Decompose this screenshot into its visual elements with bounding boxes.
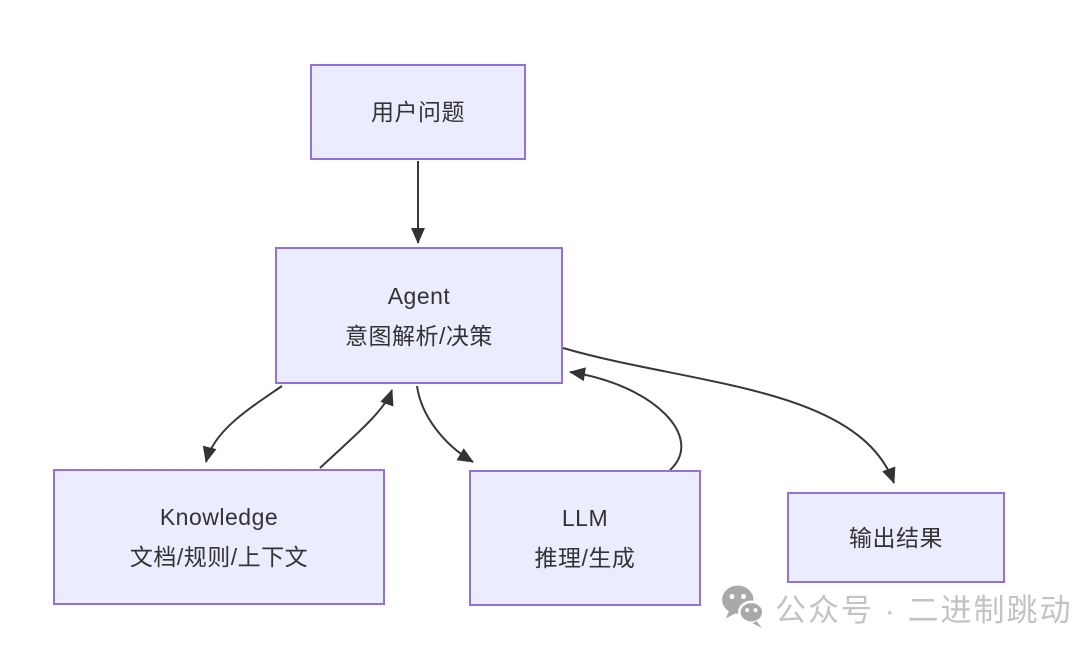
node-knowledge-subtitle: 文档/规则/上下文 xyxy=(129,544,309,570)
node-llm-title: LLM xyxy=(561,505,609,531)
watermark-text: 公众号 · 二进制跳动 xyxy=(775,592,1073,628)
node-agent-subtitle: 意图解析/决策 xyxy=(345,322,493,349)
edge-knowledge-to-agent xyxy=(319,389,394,469)
node-knowledge-title: Knowledge xyxy=(159,504,279,530)
node-output-result-label: 输出结果 xyxy=(849,524,943,551)
wechat-icon xyxy=(722,585,765,628)
edge-agent-to-output xyxy=(562,347,896,484)
node-user-question: 用户问题 xyxy=(310,64,526,160)
node-user-question-label: 用户问题 xyxy=(371,99,465,125)
edge-agent-to-knowledge xyxy=(202,385,283,463)
node-agent-title: Agent xyxy=(387,282,451,309)
node-output-result: 输出结果 xyxy=(787,492,1005,583)
watermark: 公众号 · 二进制跳动 xyxy=(720,584,1073,630)
edge-agent-to-llm xyxy=(416,385,474,463)
node-agent: Agent 意图解析/决策 xyxy=(275,247,563,384)
node-llm-subtitle: 推理/生成 xyxy=(534,545,636,571)
node-knowledge: Knowledge 文档/规则/上下文 xyxy=(53,469,385,605)
node-llm: LLM 推理/生成 xyxy=(469,470,701,606)
edge-llm-to-agent xyxy=(569,367,683,471)
